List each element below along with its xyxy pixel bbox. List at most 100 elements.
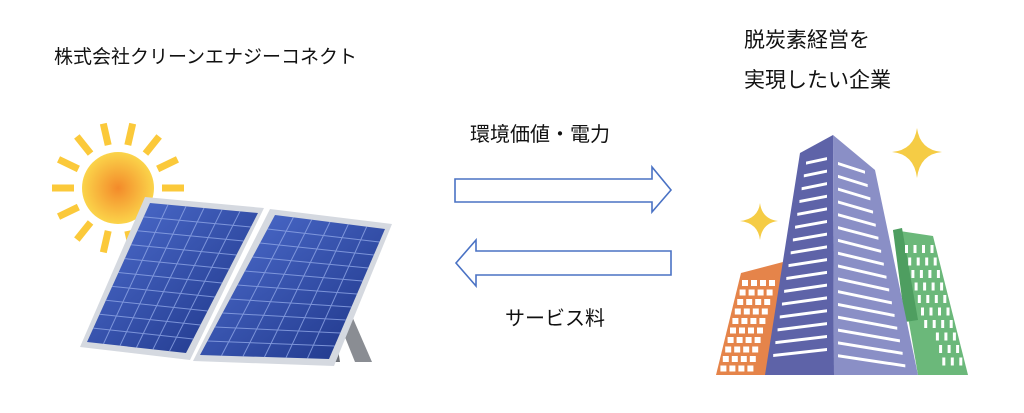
building-window: [913, 245, 917, 253]
building-window: [748, 289, 755, 296]
tower-window: [795, 220, 827, 229]
tower-window: [801, 182, 827, 191]
building-window: [919, 270, 923, 278]
building-window: [747, 365, 754, 372]
sun-ray: [156, 156, 179, 173]
client-line-1: 脱炭素経営を: [744, 28, 870, 52]
building-window: [924, 320, 928, 328]
client-description: 脱炭素経営を 実現したい企業: [744, 20, 891, 100]
tower-window: [777, 322, 827, 332]
tower-window: [838, 277, 890, 292]
building-window: [939, 245, 942, 253]
building-window: [739, 289, 746, 296]
tower-window: [781, 296, 827, 306]
building-window: [749, 356, 756, 362]
building-window: [967, 357, 971, 366]
tower-window: [790, 245, 827, 255]
building-window: [755, 299, 762, 305]
tower-window: [806, 157, 827, 165]
tower-window: [838, 341, 903, 355]
building-window: [929, 307, 933, 316]
building-window: [956, 345, 960, 353]
building-window: [921, 307, 924, 316]
panel-cell-line: [222, 312, 346, 321]
arrow-right-icon: [454, 164, 673, 215]
tower-window: [773, 347, 827, 357]
tower-window: [786, 270, 827, 281]
tower-window: [775, 335, 827, 345]
tower-window: [792, 232, 827, 242]
building-window: [914, 282, 918, 291]
building-window: [939, 345, 943, 353]
building-window: [941, 320, 945, 328]
panel-cell-line: [267, 228, 380, 243]
panel-cell-line: [259, 242, 374, 256]
building-window: [759, 318, 766, 324]
tower-window: [803, 169, 827, 178]
tower-window: [838, 187, 871, 201]
tower-window: [779, 309, 827, 319]
building-window: [737, 299, 744, 305]
building-window: [750, 318, 757, 324]
building-window: [944, 332, 948, 341]
building-window: [732, 318, 739, 324]
arrow-left-icon: [454, 237, 672, 289]
tower-window: [838, 354, 906, 368]
building-window: [739, 327, 745, 334]
building-window: [933, 257, 937, 266]
sun-ray: [99, 122, 112, 146]
sparkle-small-icon: [740, 203, 778, 240]
panel-cell-line: [252, 256, 369, 269]
building-window: [746, 299, 753, 305]
building-window: [720, 365, 727, 372]
building-window: [925, 257, 929, 266]
building-window: [764, 299, 771, 305]
panel-cell-line: [237, 284, 358, 295]
tower-window: [838, 200, 874, 214]
tower-window: [838, 302, 895, 318]
building-window: [928, 270, 932, 278]
sun-ray: [57, 156, 80, 173]
building-window: [748, 327, 754, 334]
building-window: [760, 280, 766, 286]
building-window: [948, 282, 952, 291]
solar-panel-icon: [80, 197, 392, 366]
building-window: [952, 332, 956, 341]
building-window: [754, 337, 761, 343]
building-window: [722, 356, 729, 362]
orange-building: [716, 262, 783, 375]
building-window: [950, 357, 954, 366]
panel-cell-line: [124, 258, 230, 270]
building-window: [945, 270, 949, 278]
building-window: [743, 308, 750, 315]
panel-cell-line: [143, 216, 251, 228]
building-window: [955, 307, 958, 316]
building-window: [947, 345, 951, 353]
building-window: [942, 357, 946, 366]
tower-window: [784, 283, 827, 293]
building-window: [905, 245, 908, 253]
tower-window: [838, 213, 876, 227]
green-building: [893, 230, 968, 375]
flow-label-service-fee: サービス料: [505, 306, 605, 330]
building-window: [951, 295, 955, 303]
building-window: [752, 308, 759, 315]
building-window: [964, 345, 968, 353]
office-buildings-icon: [716, 135, 971, 375]
building-window: [940, 282, 944, 291]
building-window: [727, 337, 734, 343]
panel-cell-line: [131, 244, 237, 256]
building-window: [766, 289, 773, 296]
building-window: [734, 308, 741, 315]
tower-window: [838, 226, 879, 240]
building-window: [743, 346, 750, 353]
building-window: [916, 257, 920, 266]
building-window: [959, 357, 963, 366]
building-window: [757, 327, 763, 334]
panel-cell-line: [244, 270, 363, 282]
building-window: [731, 356, 738, 362]
building-window: [949, 320, 953, 328]
provider-name: 株式会社クリーンエナジーコネクト: [54, 46, 358, 68]
tower-window: [838, 290, 892, 305]
